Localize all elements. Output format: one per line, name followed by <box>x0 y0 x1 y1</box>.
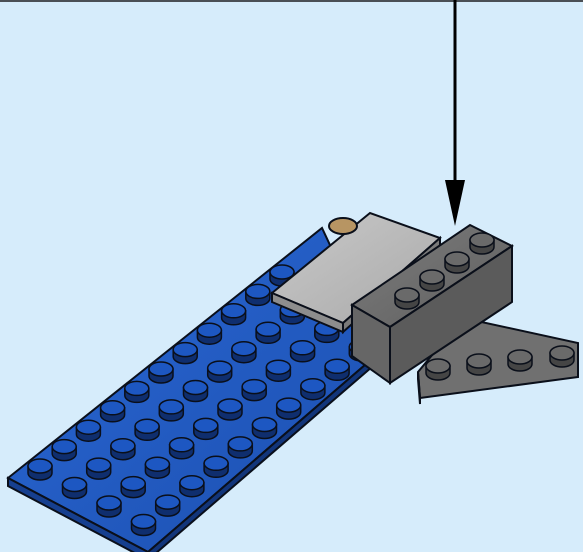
blue-plate-studs <box>27 264 375 537</box>
blue-stud <box>130 513 157 537</box>
wedge-stud <box>549 345 575 368</box>
blue-stud <box>182 379 209 403</box>
down-arrow <box>445 0 465 226</box>
blue-stud <box>265 359 292 382</box>
brick-stud <box>419 269 445 292</box>
brick-stud <box>394 287 420 310</box>
wedge-stud <box>507 349 533 372</box>
tan-stud-accent <box>328 217 358 235</box>
blue-stud <box>51 438 77 462</box>
blue-stud <box>148 361 174 384</box>
blue-stud <box>227 436 254 459</box>
wedge-stud <box>466 353 492 376</box>
blue-stud <box>203 455 229 479</box>
blue-stud <box>168 437 195 460</box>
blue-stud <box>124 380 150 404</box>
blue-stud <box>275 397 302 420</box>
blue-stud <box>206 360 233 383</box>
wedge-plate-studs <box>425 345 575 381</box>
blue-stud <box>85 457 112 480</box>
blue-stud <box>179 474 205 498</box>
blue-stud <box>96 495 122 518</box>
blue-stud <box>255 321 281 345</box>
blue-stud <box>61 476 88 500</box>
blue-stud <box>158 399 185 422</box>
wedge-stud <box>425 358 451 381</box>
blue-stud <box>193 417 219 441</box>
brick-stud <box>444 251 470 274</box>
blue-stud <box>27 458 53 481</box>
blue-stud <box>241 378 267 402</box>
blue-stud <box>251 416 278 440</box>
brick-stud <box>469 232 495 255</box>
blue-stud <box>154 494 181 517</box>
blue-stud <box>99 400 126 423</box>
blue-stud <box>220 303 247 326</box>
blue-stud <box>75 419 102 442</box>
brick-studs <box>394 232 495 310</box>
blue-stud <box>269 264 295 287</box>
blue-stud <box>300 377 326 401</box>
top-border-line <box>0 0 583 2</box>
blue-stud <box>324 358 350 382</box>
blue-stud <box>231 340 257 364</box>
blue-stud <box>172 341 198 365</box>
blue-stud <box>196 322 223 345</box>
blue-stud <box>120 475 146 499</box>
blue-stud <box>110 437 136 461</box>
blue-stud <box>144 456 171 479</box>
blue-stud <box>134 418 160 442</box>
blue-stud <box>289 340 316 363</box>
dark-gray-brick <box>350 223 514 385</box>
blue-stud <box>245 283 271 307</box>
blue-stud <box>217 398 243 421</box>
